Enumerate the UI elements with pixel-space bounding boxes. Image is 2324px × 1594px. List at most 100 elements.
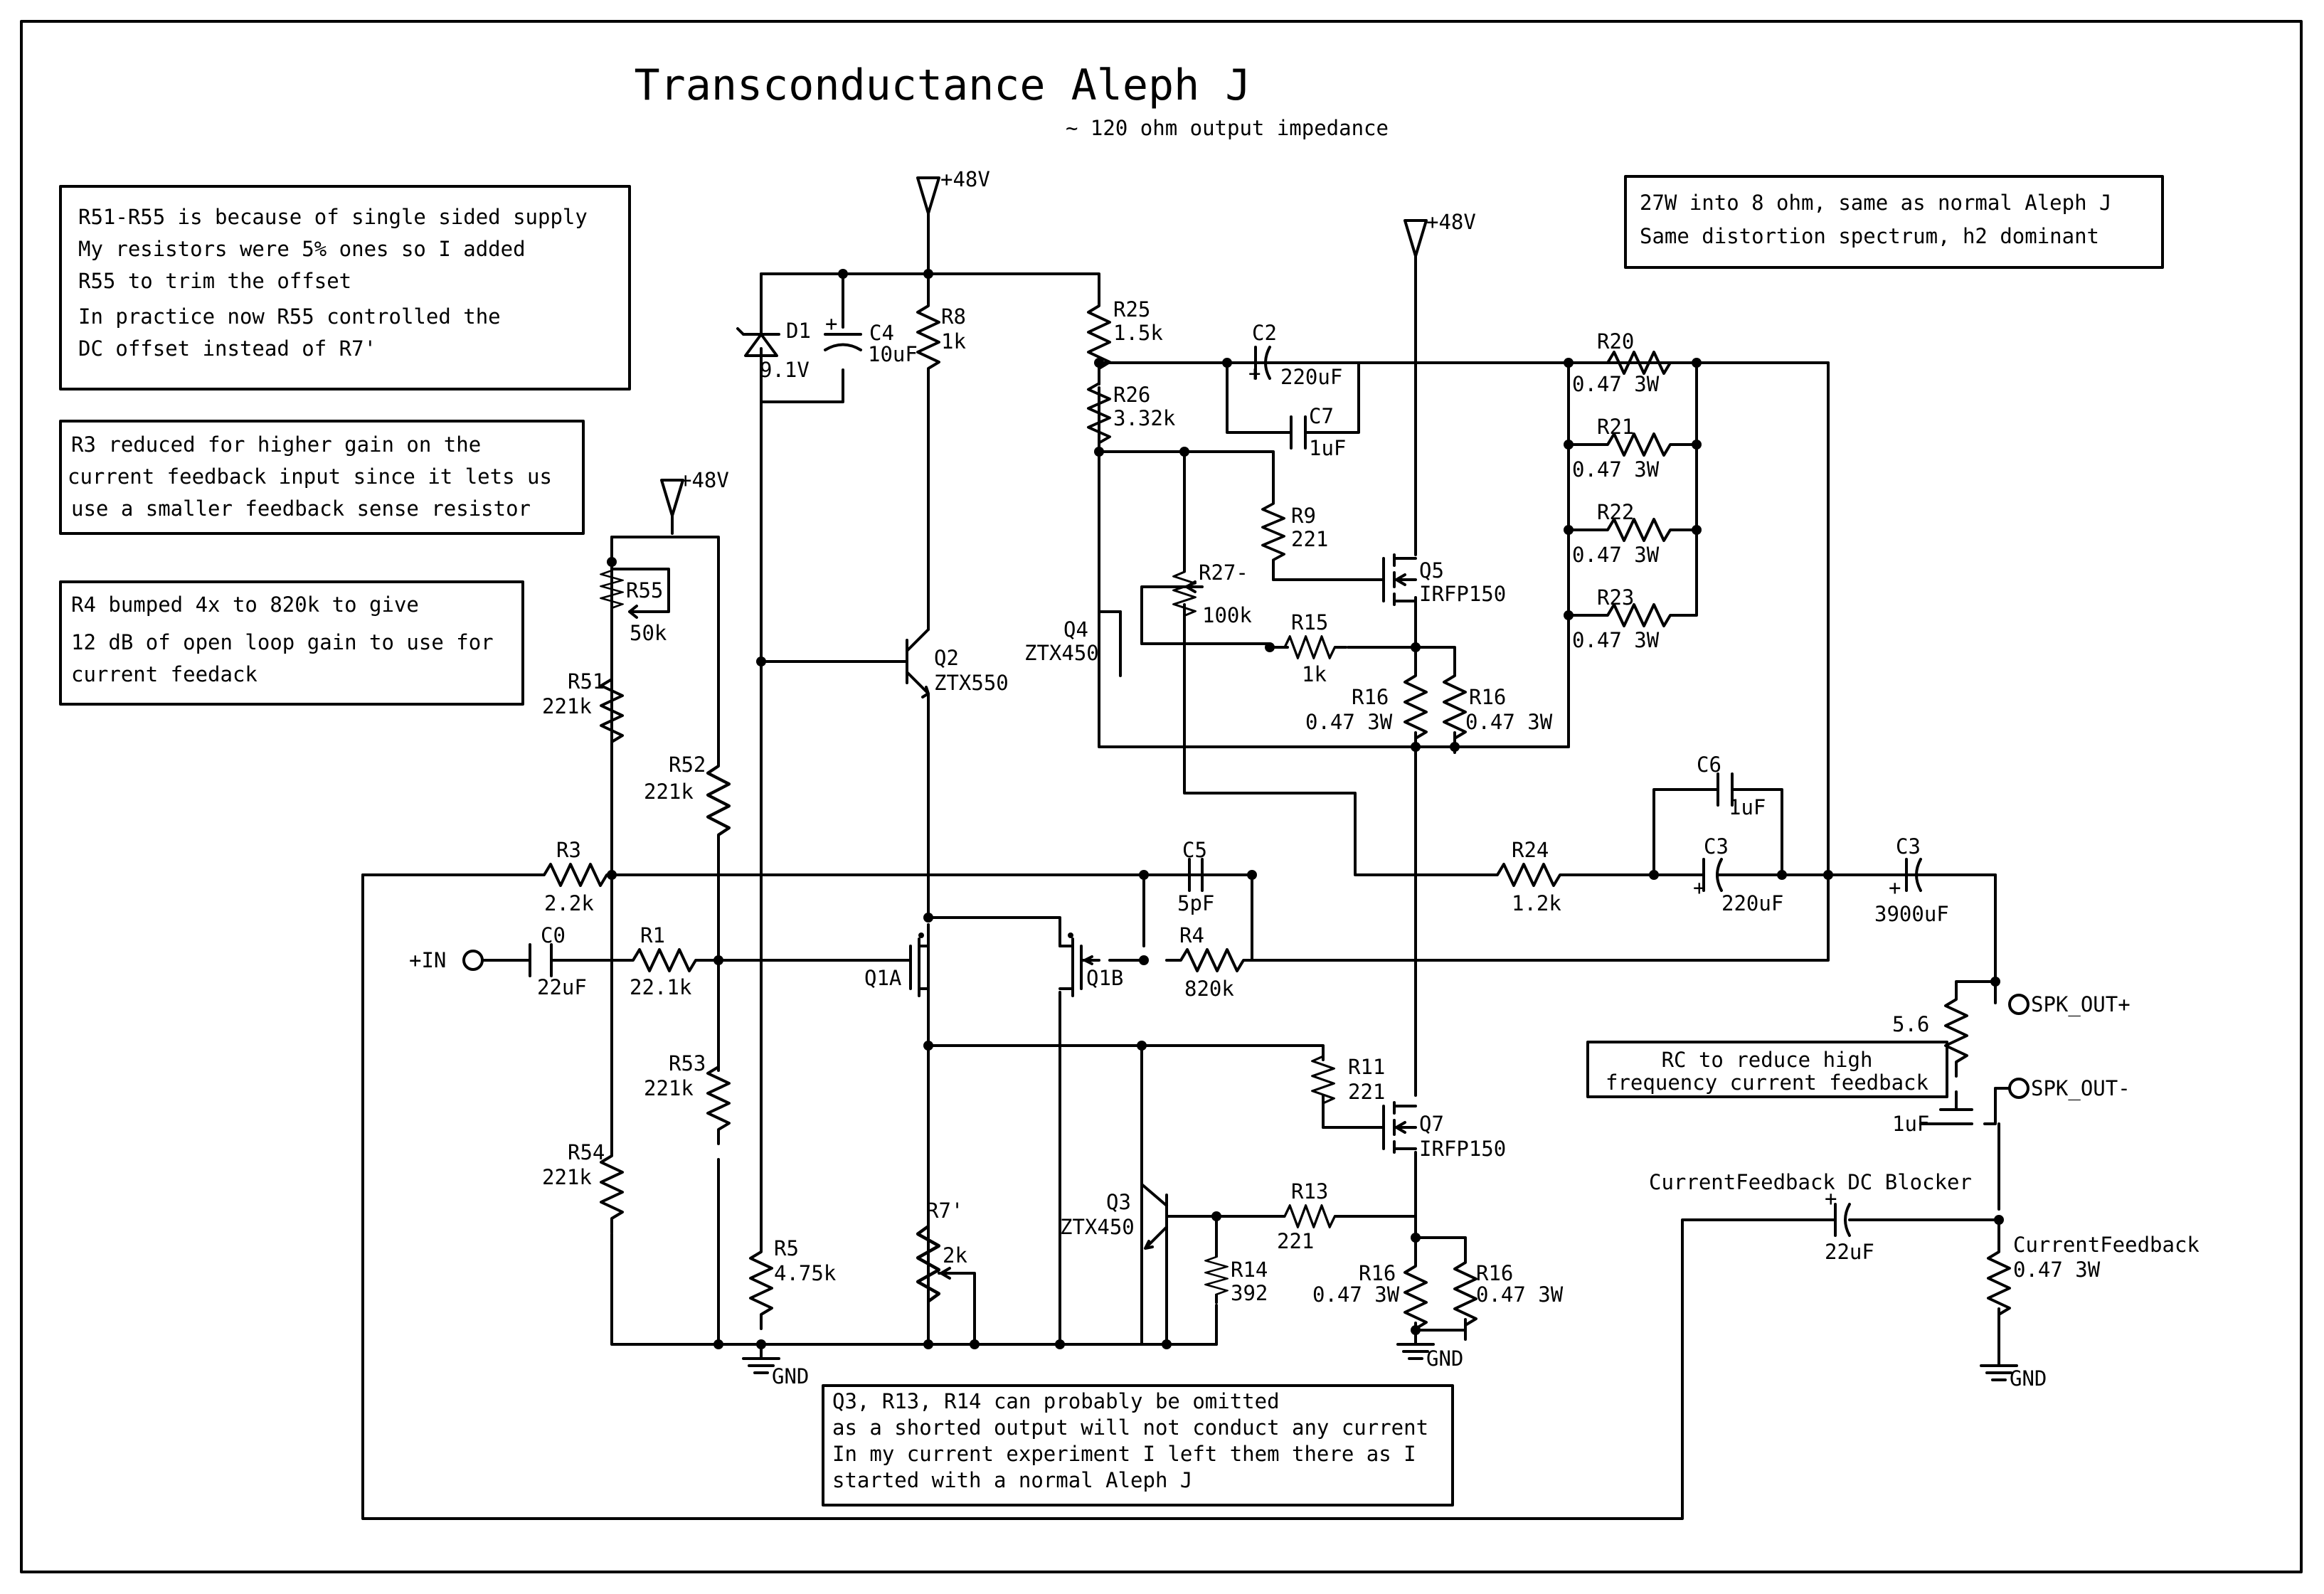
note-supply: R51-R55 is because of single sided suppl… [59,185,631,390]
resistor-r8: R8 1k [916,290,966,384]
svg-text:221k: 221k [644,1076,694,1100]
svg-text:SPK_OUT-: SPK_OUT- [2031,1076,2131,1101]
port-in[interactable]: +IN [409,948,484,972]
resistor-r3: R3 2.2k [529,838,622,915]
svg-text:221: 221 [1277,1229,1314,1253]
svg-text:Q5: Q5 [1419,558,1444,583]
svg-text:Q3, R13, R14 can probably be o: Q3, R13, R14 can probably be omitted [832,1389,1280,1413]
svg-text:0.47 3W: 0.47 3W [1572,372,1660,396]
svg-text:1.5k: 1.5k [1113,321,1163,345]
resistor-current-feedback: CurrentFeedback 0.47 3W [1987,1233,2200,1330]
svg-text:R14: R14 [1231,1258,1268,1282]
note-rc: RC to reduce high frequency current feed… [1586,1041,1948,1098]
resistor-r15: R15 1k [1272,610,1348,686]
svg-text:R9: R9 [1291,504,1316,528]
svg-text:5pF: 5pF [1177,891,1214,915]
svg-text:IRFP150: IRFP150 [1419,1137,1506,1161]
svg-text:R55: R55 [626,578,663,602]
supply-plus48-q2: +48V [916,167,990,275]
svg-text:as a shorted output will not c: as a shorted output will not conduct any… [832,1415,1428,1440]
svg-text:R23: R23 [1597,585,1634,610]
svg-text:R3: R3 [556,838,581,862]
svg-text:C3: C3 [1704,834,1729,859]
svg-text:frequency current feedback: frequency current feedback [1606,1070,1928,1095]
capacitor-c5: C5 5pF [1142,838,1253,915]
svg-text:9.1V: 9.1V [760,358,810,382]
svg-text:CurrentFeedback: CurrentFeedback [2013,1233,2200,1257]
svg-text:0.47 3W: 0.47 3W [1312,1282,1400,1307]
note-dc-blocker: CurrentFeedback DC Blocker [1649,1170,1972,1194]
page-subtitle: ~ 120 ohm output impedance [1066,116,1389,140]
transistor-q7: Q7 IRFP150 [1322,1101,1506,1161]
transistor-q4: Q4 ZTX450 [1024,617,1122,677]
svg-text:R20: R20 [1597,329,1634,354]
svg-text:GND: GND [772,1364,809,1388]
capacitor-c6: C6 1uF [1697,753,1766,819]
svg-text:R15: R15 [1291,610,1328,634]
svg-text:R22: R22 [1597,500,1634,524]
svg-text:C4: C4 [869,321,894,345]
svg-text:100k: 100k [1202,603,1252,627]
svg-text:C0: C0 [541,923,566,947]
supply-plus48-bias: +48V [660,468,729,535]
svg-text:R27-: R27- [1199,560,1248,585]
resistor-r24: R24 1.2k [1482,838,1576,915]
drawing-frame [20,20,2303,1573]
svg-text:R13: R13 [1291,1179,1328,1204]
svg-text:3900uF: 3900uF [1874,902,1949,926]
resistor-r21: R21 0.47 3W [1572,415,1686,482]
svg-text:1k: 1k [1302,662,1327,686]
note-power: 27W into 8 ohm, same as normal Aleph J S… [1624,175,2164,269]
svg-text:0.47 3W: 0.47 3W [1572,457,1660,482]
resistor-r14: R14 392 [1204,1247,1268,1305]
svg-text:0.47 3W: 0.47 3W [1476,1282,1564,1307]
svg-text:12 dB of open loop gain to use: 12 dB of open loop gain to use for [71,630,494,654]
svg-text:22.1k: 22.1k [630,975,692,999]
resistor-r55-pot: R55 50k [600,560,670,645]
port-spk-minus[interactable]: SPK_OUT- [2008,1076,2131,1101]
svg-text:ZTX450: ZTX450 [1060,1215,1135,1239]
resistor-r16-lower-b: R16 0.47 3W [1453,1247,1564,1341]
svg-text:GND: GND [2010,1366,2047,1391]
svg-text:C3: C3 [1896,834,1921,859]
svg-text:Q2: Q2 [934,646,959,670]
svg-text:R51-R55 is because of single s: R51-R55 is because of single sided suppl… [78,205,588,229]
ground-main: GND [742,1343,809,1388]
svg-text:RC to reduce high: RC to reduce high [1662,1048,1873,1072]
svg-text:2k: 2k [943,1243,967,1268]
resistor-r13: R13 221 [1272,1179,1348,1253]
svg-text:+48V: +48V [940,167,990,191]
resistor-r26: R26 3.32k [1087,368,1176,458]
transistor-q5: Q5 IRFP150 [1272,553,1506,606]
port-spk-plus[interactable]: SPK_OUT+ [2008,992,2131,1017]
svg-text:R4: R4 [1179,923,1204,947]
transistor-q1a: Q1A [864,923,930,1047]
svg-text:R53: R53 [669,1051,706,1075]
svg-text:GND: GND [1426,1346,1463,1371]
svg-text:221k: 221k [644,780,694,804]
svg-text:2.2k: 2.2k [544,891,594,915]
resistor-r25: R25 1.5k [1087,290,1163,384]
svg-text:220uF: 220uF [1280,365,1342,389]
resistor-r27-pot: R27- 100k [1172,560,1252,627]
resistor-r16-lower-a: R16 0.47 3W [1312,1250,1428,1344]
svg-text:Q1B: Q1B [1086,966,1123,990]
transistor-q1b: Q1B [1058,933,1123,997]
svg-text:Q4: Q4 [1063,617,1088,642]
svg-text:IRFP150: IRFP150 [1419,582,1506,606]
svg-text:820k: 820k [1184,977,1234,1001]
svg-text:R16: R16 [1359,1261,1396,1285]
transistor-q3: Q3 ZTX450 [1060,1044,1168,1250]
svg-text:ZTX550: ZTX550 [934,671,1009,695]
capacitor-c2: C2 + 220uF [1226,321,1360,389]
svg-text:R16: R16 [1469,685,1506,709]
transistor-q2: Q2 ZTX550 [760,628,1009,919]
svg-text:use a smaller feedback sense r: use a smaller feedback sense resistor [71,496,531,521]
svg-text:Q3: Q3 [1106,1190,1131,1214]
capacitor-c3-3900u: C3 + 3900uF [1874,834,1949,926]
svg-text:R21: R21 [1597,415,1634,439]
resistor-r16-upper-a: R16 0.47 3W [1305,660,1428,754]
svg-text:My resistors were 5% ones so I: My resistors were 5% ones so I added [78,237,526,261]
svg-text:+: + [1825,1186,1837,1211]
